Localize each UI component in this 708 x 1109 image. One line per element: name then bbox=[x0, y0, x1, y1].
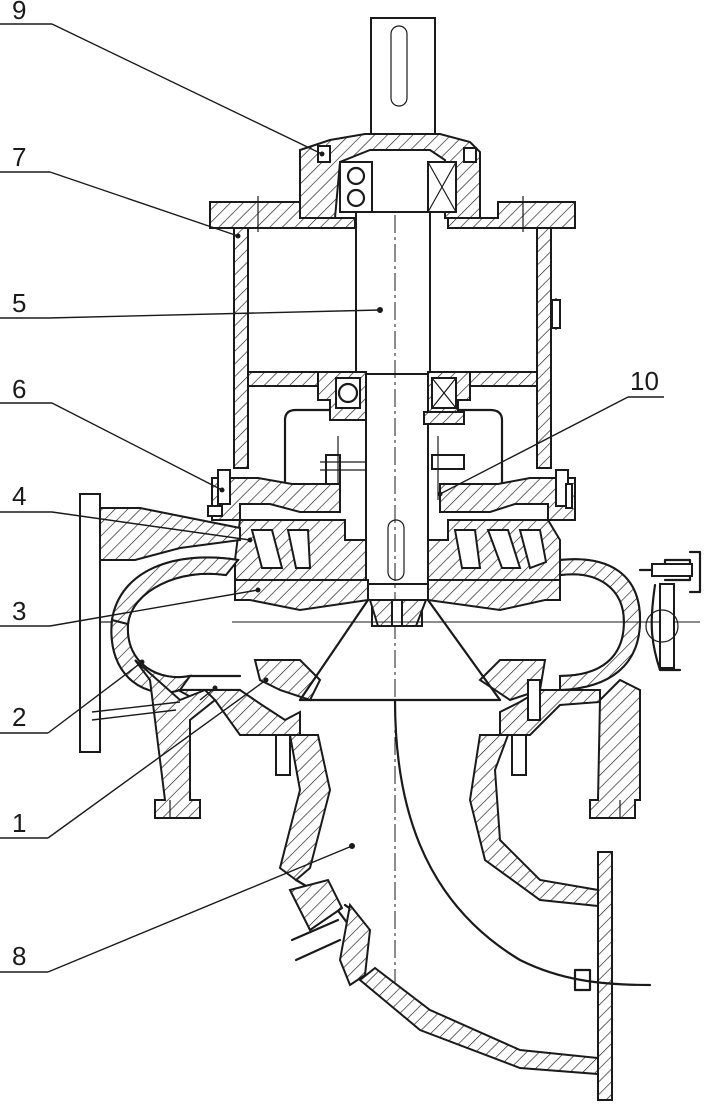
suction-bend bbox=[278, 698, 652, 1101]
volute-casing bbox=[110, 556, 642, 694]
motor-stand-top-flange bbox=[209, 196, 576, 232]
callout-8: 8 bbox=[12, 941, 26, 971]
right-valve-mechanism bbox=[638, 550, 702, 672]
lower-bearing-assembly bbox=[317, 371, 471, 425]
callout-2: 2 bbox=[12, 702, 26, 732]
callout-1: 1 bbox=[12, 808, 26, 838]
callout-4: 4 bbox=[12, 481, 26, 511]
callout-5: 5 bbox=[12, 288, 26, 318]
callout-9: 9 bbox=[12, 0, 26, 25]
callout-10: 10 bbox=[630, 366, 659, 396]
callout-7: 7 bbox=[12, 142, 26, 172]
lower-casing bbox=[177, 679, 601, 776]
callout-3: 3 bbox=[12, 596, 26, 626]
stuffing-box-right bbox=[439, 469, 576, 521]
leader-lines bbox=[0, 23, 664, 973]
shaft-top bbox=[369, 17, 437, 138]
callout-labels: 9 7 5 6 4 3 2 1 8 10 bbox=[12, 0, 659, 971]
casing-cover bbox=[234, 519, 561, 581]
upper-bearing-housing bbox=[299, 133, 481, 219]
callout-6: 6 bbox=[12, 374, 26, 404]
support-legs bbox=[134, 659, 641, 819]
stuffing-box-left bbox=[207, 469, 341, 521]
discharge-flange bbox=[79, 493, 241, 753]
impeller bbox=[232, 579, 700, 702]
